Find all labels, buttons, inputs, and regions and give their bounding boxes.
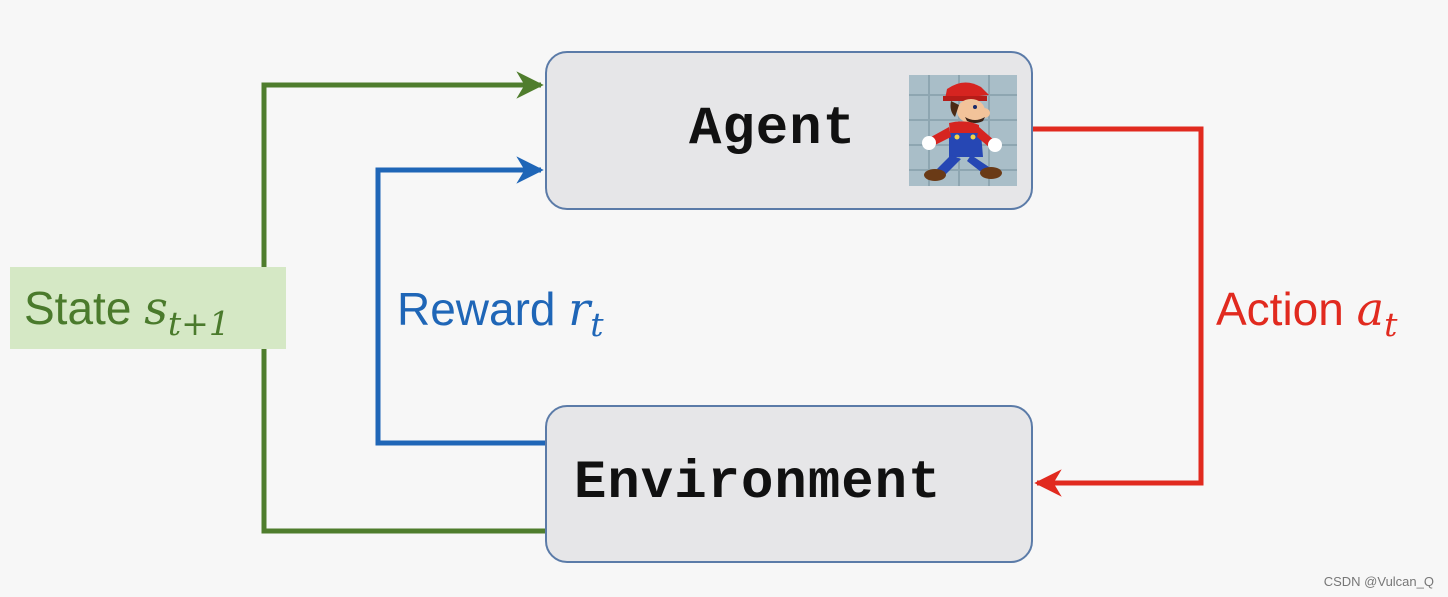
mario-icon [909, 75, 1017, 186]
action-label: Action at [1216, 282, 1397, 344]
state-text: State [24, 282, 132, 334]
reward-arrow [375, 156, 545, 446]
state-label: State st+1 [24, 281, 230, 343]
action-symbol: a [1356, 282, 1385, 336]
action-text: Action [1216, 283, 1344, 335]
watermark: CSDN @Vulcan_Q [1323, 574, 1434, 589]
agent-label: Agent [689, 99, 857, 160]
environment-box: Environment [545, 405, 1033, 563]
state-symbol: s [144, 281, 168, 335]
environment-label: Environment [574, 453, 942, 514]
action-subscript: t [1384, 304, 1398, 344]
reward-subscript: t [590, 304, 604, 344]
state-subscript: t+1 [167, 303, 230, 343]
reward-text: Reward [397, 283, 556, 335]
action-arrow [1033, 126, 1204, 497]
state-label-panel: State st+1 [10, 267, 286, 349]
agent-box: Agent [545, 51, 1033, 210]
reward-label: Reward rt [397, 282, 604, 344]
reward-symbol: r [568, 282, 591, 336]
